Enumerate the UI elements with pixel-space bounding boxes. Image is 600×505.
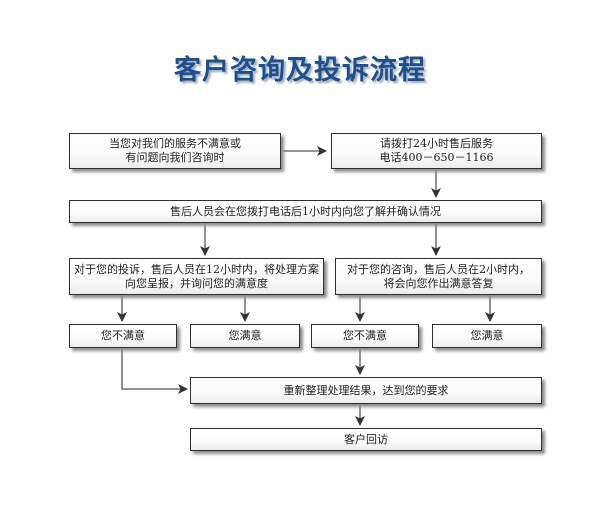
arrow-complaint-unsatisfied-to-reprocess [121, 348, 188, 394]
callback-box: 售后人员会在您拨打电话后1小时内向您了解并确认情况 [69, 200, 542, 223]
inquiry-handling-text: 对于您的咨询，售后人员在2小时内， 将会向您作出满意答复 [347, 262, 530, 290]
dissatisfied-question-text: 当您对我们的服务不满意或 有问题向我们咨询时 [109, 137, 241, 164]
follow-up-box: 客户回访 [190, 428, 542, 451]
complaint-unsatisfied-box: 您不满意 [69, 324, 177, 348]
complaint-satisfied-text: 您满意 [228, 329, 262, 342]
complaint-handling-text: 对于您的投诉，售后人员在12小时内，将处理方案 向您呈报，并询问您的满意度 [74, 262, 319, 290]
inquiry-unsatisfied-box: 您不满意 [311, 324, 419, 348]
complaint-unsatisfied-text: 您不满意 [101, 329, 145, 342]
follow-up-text: 客户回访 [344, 432, 388, 446]
inquiry-unsatisfied-text: 您不满意 [343, 329, 387, 342]
callback-text: 售后人员会在您拨打电话后1小时内向您了解并确认情况 [170, 204, 441, 218]
page-title: 客户咨询及投诉流程 [174, 55, 426, 86]
complaint-satisfied-box: 您满意 [190, 324, 300, 348]
inquiry-satisfied-text: 您满意 [470, 329, 504, 342]
reprocess-text: 重新整理处理结果，达到您的要求 [283, 383, 449, 397]
complaint-handling-box: 对于您的投诉，售后人员在12小时内，将处理方案 向您呈报，并询问您的满意度 [69, 258, 324, 295]
hotline-box: 请拨打24小时售后服务 电话400－650－1166 [331, 133, 542, 169]
hotline-text: 请拨打24小时售后服务 电话400－650－1166 [379, 137, 494, 164]
inquiry-satisfied-box: 您满意 [432, 324, 542, 348]
inquiry-handling-box: 对于您的咨询，售后人员在2小时内， 将会向您作出满意答复 [335, 258, 542, 295]
reprocess-box: 重新整理处理结果，达到您的要求 [190, 377, 542, 404]
dissatisfied-question-box: 当您对我们的服务不满意或 有问题向我们咨询时 [69, 133, 281, 169]
